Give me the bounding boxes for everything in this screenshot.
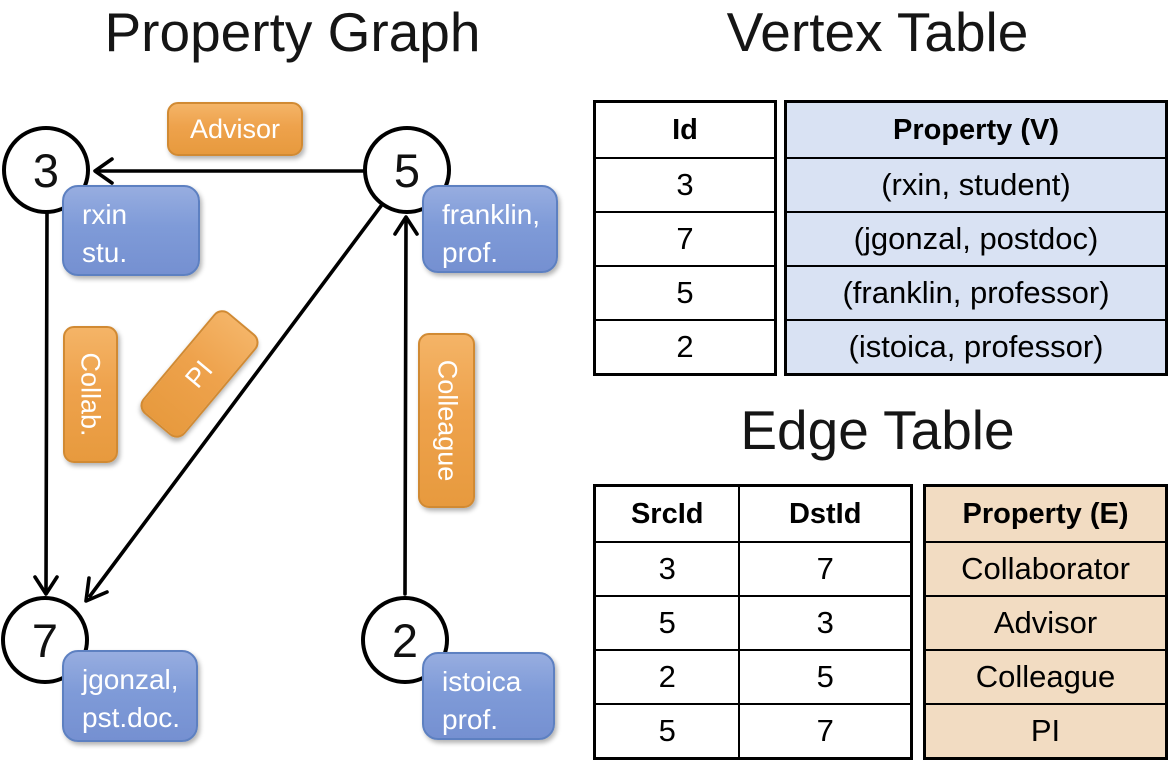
table-cell: (jgonzal, postdoc) bbox=[787, 211, 1165, 265]
edge-colleague-arrow bbox=[393, 215, 419, 596]
vertex-circle-2: 2 bbox=[361, 596, 449, 684]
table-row: 3 7 bbox=[596, 541, 910, 595]
edge-label-collab: Collab. bbox=[63, 326, 118, 463]
edge-label-text: Colleague bbox=[432, 359, 462, 482]
table-cell: 7 bbox=[816, 713, 834, 748]
edge-table-header-dstid: DstId bbox=[788, 497, 862, 530]
table-cell: 3 bbox=[816, 605, 834, 640]
table-cell: 5 bbox=[596, 597, 741, 649]
table-row: 5 7 bbox=[596, 703, 910, 757]
vertex-label-istoica: istoica prof. bbox=[422, 652, 555, 740]
table-cell: 5 bbox=[596, 705, 741, 757]
vertex-table-title: Vertex Table bbox=[726, 1, 1029, 63]
edge-label-text: PI bbox=[179, 354, 219, 394]
table-cell: 2 bbox=[596, 651, 741, 703]
vertex-label-rxin: rxin stu. bbox=[62, 185, 200, 276]
vertex-label-line2: pst.doc. bbox=[82, 702, 181, 733]
table-cell: 7 bbox=[596, 211, 774, 265]
table-cell: Collaborator bbox=[926, 541, 1165, 595]
vertex-label-line1: jgonzal, bbox=[82, 664, 179, 695]
graph-edges-canvas bbox=[33, 157, 419, 603]
edge-label-colleague: Colleague bbox=[418, 333, 475, 508]
edge-table-header-row: SrcId DstId bbox=[596, 487, 910, 541]
vertex-table-property-column: Property (V) (rxin, student) (jgonzal, p… bbox=[784, 100, 1168, 376]
vertex-label-line1: istoica bbox=[442, 666, 522, 697]
table-cell: (rxin, student) bbox=[787, 157, 1165, 211]
vertex-id: 5 bbox=[393, 143, 421, 197]
table-cell: Colleague bbox=[926, 649, 1165, 703]
edge-collaborator-arrow bbox=[33, 211, 59, 596]
edge-table-title: Edge Table bbox=[740, 399, 1015, 461]
edge-label-advisor: Advisor bbox=[167, 102, 303, 156]
vertex-id: 7 bbox=[31, 613, 59, 667]
vertex-label-line2: prof. bbox=[442, 237, 499, 268]
vertex-label-jgonzal: jgonzal, pst.doc. bbox=[62, 650, 198, 742]
vertex-label-line1: rxin bbox=[82, 199, 128, 230]
table-cell: (istoica, professor) bbox=[787, 319, 1165, 373]
table-cell: PI bbox=[926, 703, 1165, 757]
table-cell: 7 bbox=[816, 551, 834, 586]
edge-table-header-property: Property (E) bbox=[962, 497, 1129, 530]
edge-label-text: Collab. bbox=[76, 352, 107, 437]
edge-label-text: Advisor bbox=[189, 113, 281, 144]
vertex-label-line1: franklin, bbox=[442, 199, 541, 230]
vertex-label-franklin: franklin, prof. bbox=[422, 185, 558, 273]
vertex-table-header-id: Id bbox=[672, 113, 698, 146]
vertex-id: 3 bbox=[32, 143, 60, 197]
vertex-table-id-column: Id 3 7 5 2 bbox=[593, 100, 777, 376]
table-cell: Advisor bbox=[926, 595, 1165, 649]
table-cell: 2 bbox=[596, 319, 774, 373]
table-cell: 3 bbox=[596, 157, 774, 211]
vertex-label-line2: prof. bbox=[442, 704, 499, 735]
edge-pi-arrow bbox=[84, 204, 383, 603]
vertex-id: 2 bbox=[391, 613, 419, 667]
vertex-label-line2: stu. bbox=[82, 237, 128, 268]
property-graph-title: Property Graph bbox=[104, 1, 481, 63]
edge-table-header-srcid: SrcId bbox=[596, 487, 741, 541]
table-cell: 5 bbox=[816, 659, 834, 694]
table-cell: 5 bbox=[596, 265, 774, 319]
table-cell: 3 bbox=[596, 543, 741, 595]
table-row: 2 5 bbox=[596, 649, 910, 703]
edge-table-id-columns: SrcId DstId 3 7 5 3 2 5 5 7 bbox=[593, 484, 913, 760]
edge-table-property-column: Property (E) Collaborator Advisor Collea… bbox=[923, 484, 1168, 760]
table-row: 5 3 bbox=[596, 595, 910, 649]
edge-advisor-arrow bbox=[93, 157, 365, 185]
vertex-table-header-property: Property (V) bbox=[893, 113, 1059, 146]
table-cell: (franklin, professor) bbox=[787, 265, 1165, 319]
